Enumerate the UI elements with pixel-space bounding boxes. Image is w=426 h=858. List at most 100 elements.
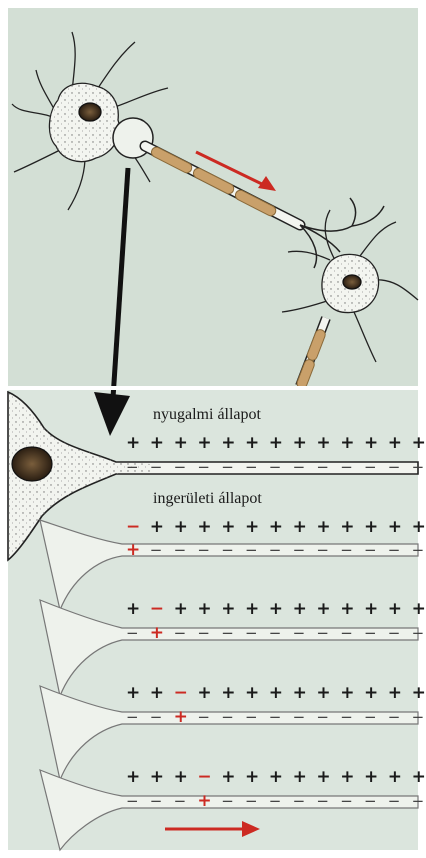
outside-charge: + (269, 683, 283, 703)
inside-charge: − (364, 624, 377, 642)
outside-charge: + (316, 517, 330, 537)
inside-charge: − (364, 541, 377, 559)
inside-charge: − (316, 708, 329, 726)
outside-charge: + (364, 517, 378, 537)
inside-charge: − (197, 541, 210, 559)
outside-charge: + (316, 683, 330, 703)
outside-charge: − (174, 683, 188, 703)
inside-charge: − (316, 792, 329, 810)
outside-charge: + (150, 517, 164, 537)
inside-charge: − (293, 458, 306, 476)
inside-charge: + (197, 791, 211, 811)
inside-charge: − (316, 458, 329, 476)
outside-charge: + (174, 517, 188, 537)
inside-charge: − (388, 541, 401, 559)
inside-charge: + (150, 623, 164, 643)
inside-charge: − (197, 458, 210, 476)
inside-charge: + (126, 540, 140, 560)
outside-charge: + (388, 767, 402, 787)
outside-charge: + (293, 767, 307, 787)
inside-charge: − (197, 708, 210, 726)
nucleus (12, 447, 52, 481)
inside-charge: − (388, 624, 401, 642)
outside-charge: + (412, 599, 426, 619)
outside-charge: + (316, 433, 330, 453)
outside-charge: + (364, 683, 378, 703)
inside-charge: − (174, 624, 187, 642)
outside-charge: + (269, 433, 283, 453)
outside-charge: + (245, 433, 259, 453)
inside-charge: − (269, 458, 282, 476)
inside-charge: − (340, 792, 353, 810)
outside-charge: + (197, 517, 211, 537)
inside-charge: − (126, 458, 139, 476)
outside-charge: + (269, 517, 283, 537)
inside-charge: − (269, 541, 282, 559)
outside-charge: + (197, 599, 211, 619)
outside-charge: + (269, 767, 283, 787)
outside-charge: + (126, 433, 140, 453)
inside-charge: − (412, 541, 425, 559)
inside-charge: − (293, 541, 306, 559)
outside-charge: + (221, 517, 235, 537)
outside-charge: + (174, 767, 188, 787)
outside-charge: + (340, 517, 354, 537)
inside-charge: − (245, 541, 258, 559)
outside-charge: + (197, 683, 211, 703)
inside-charge: − (245, 624, 258, 642)
outside-charge: + (293, 599, 307, 619)
inside-charge: − (174, 541, 187, 559)
inside-charge: − (340, 541, 353, 559)
outside-charge: + (245, 599, 259, 619)
inside-charge: − (316, 541, 329, 559)
inside-charge: − (174, 792, 187, 810)
inside-charge: − (221, 792, 234, 810)
inside-charge: − (174, 458, 187, 476)
outside-charge: + (221, 683, 235, 703)
outside-charge: + (293, 683, 307, 703)
outside-charge: + (316, 599, 330, 619)
outside-charge: + (412, 433, 426, 453)
inside-charge: − (221, 624, 234, 642)
outside-charge: + (340, 683, 354, 703)
outside-charge: + (150, 433, 164, 453)
outside-charge: + (126, 683, 140, 703)
inside-charge: − (364, 792, 377, 810)
inside-charge: − (126, 708, 139, 726)
inside-charge: − (269, 708, 282, 726)
outside-charge: + (340, 767, 354, 787)
outside-charge: + (364, 599, 378, 619)
outside-charge: + (221, 433, 235, 453)
outside-charge: + (221, 767, 235, 787)
outside-charge: + (150, 683, 164, 703)
inside-charge: − (197, 624, 210, 642)
inside-charge: − (364, 708, 377, 726)
inside-charge: − (364, 458, 377, 476)
top-panel (8, 8, 418, 390)
inside-charge: − (293, 792, 306, 810)
outside-charge: + (245, 767, 259, 787)
outside-charge: + (364, 767, 378, 787)
outside-charge: − (150, 599, 164, 619)
outside-charge: + (293, 433, 307, 453)
inside-charge: + (174, 707, 188, 727)
inside-charge: − (269, 624, 282, 642)
inside-charge: − (340, 624, 353, 642)
outside-charge: + (388, 517, 402, 537)
inside-charge: − (412, 792, 425, 810)
outside-charge: + (174, 599, 188, 619)
outside-charge: + (412, 517, 426, 537)
inside-charge: − (340, 708, 353, 726)
inside-charge: − (150, 792, 163, 810)
inside-charge: − (150, 708, 163, 726)
outside-charge: + (388, 599, 402, 619)
inside-charge: − (245, 458, 258, 476)
outside-charge: + (245, 683, 259, 703)
label-resting: nyugalmi állapot (153, 406, 262, 423)
top-background (8, 8, 418, 386)
label-excited: ingerületi állapot (153, 490, 262, 507)
outside-charge: + (316, 767, 330, 787)
inside-charge: − (388, 708, 401, 726)
outside-charge: + (174, 433, 188, 453)
